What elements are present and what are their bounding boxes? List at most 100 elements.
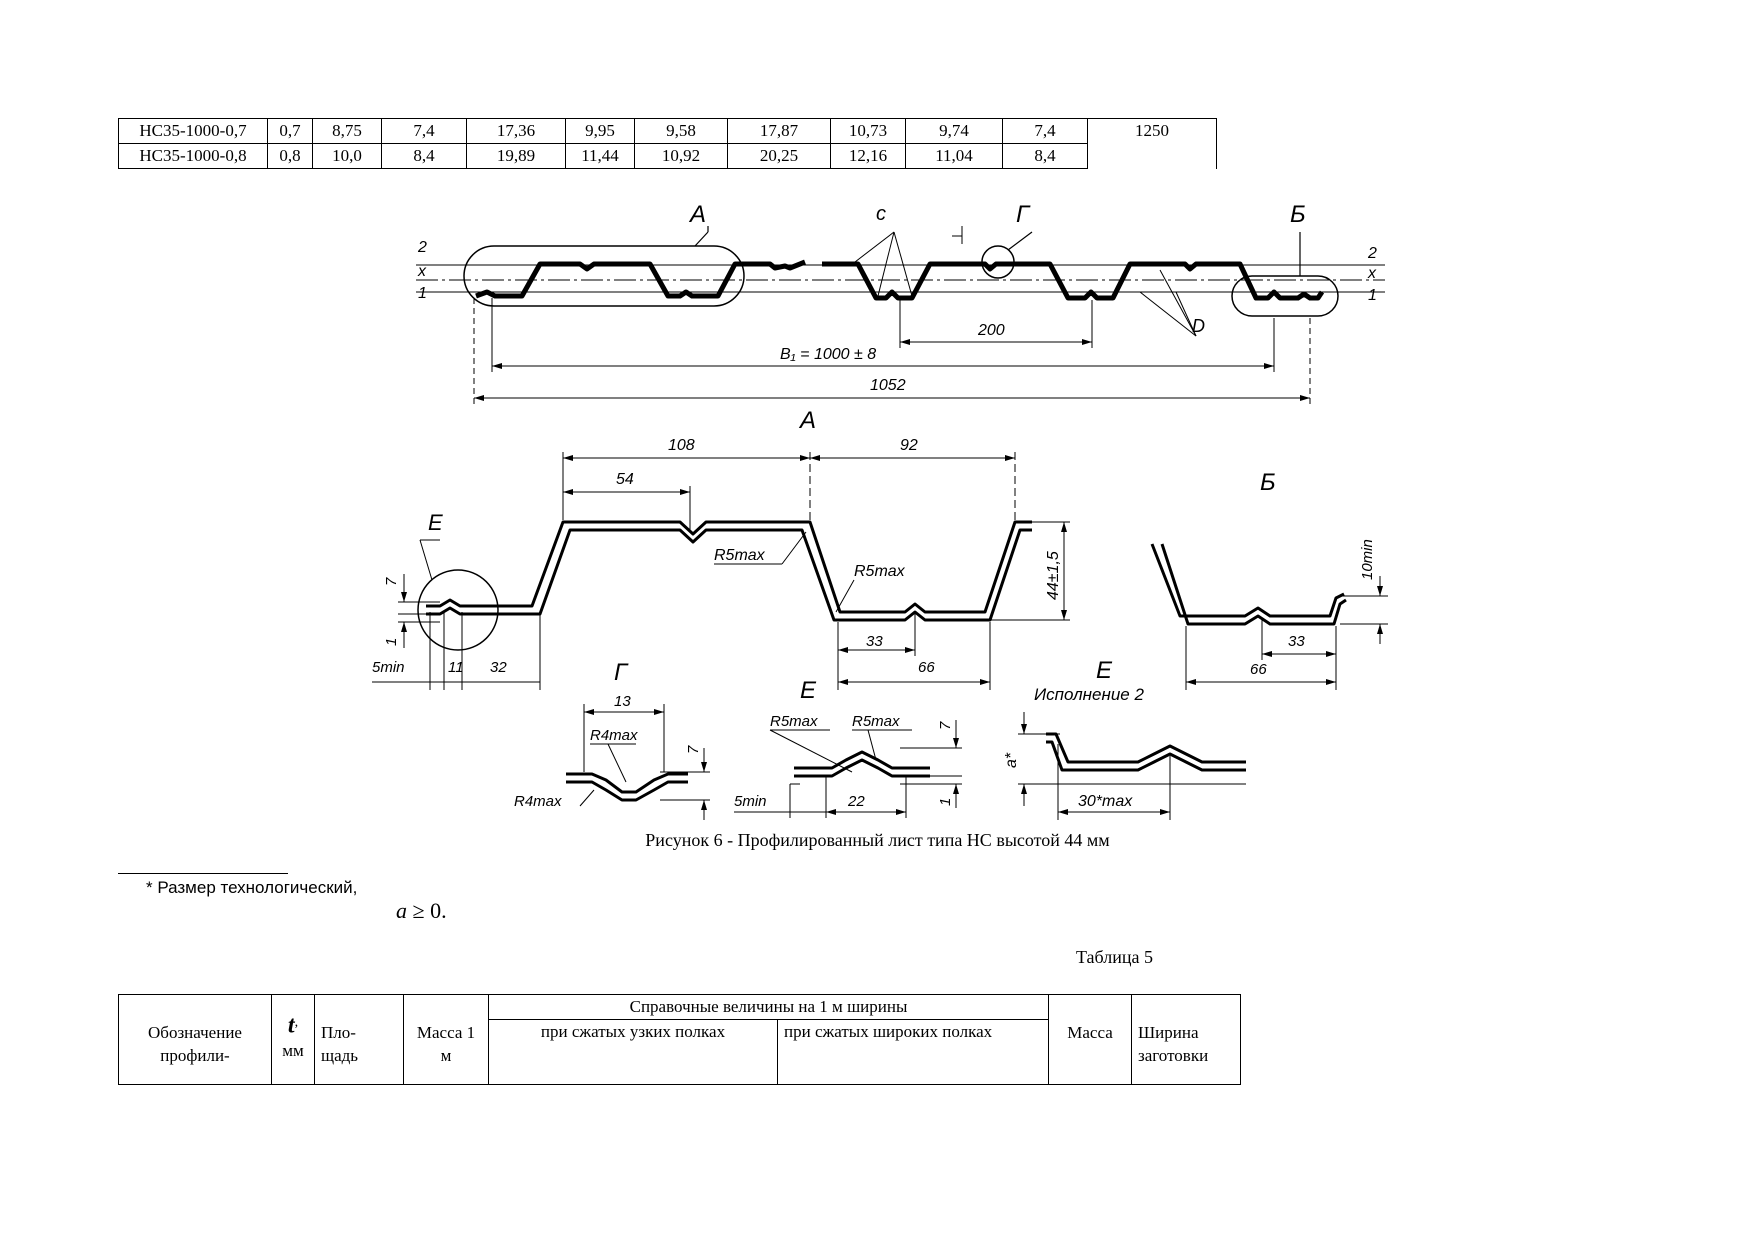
dim-66-A: 66 <box>918 659 935 676</box>
table-row: при сжатых узких полках при сжатых широк… <box>119 1019 1241 1085</box>
formula-var: a <box>396 898 407 923</box>
table-cell: 9,74 <box>905 118 1003 144</box>
profile-drawing: 2 x 1 2 x 1 А с Г <box>372 201 1388 820</box>
detail-E-view: E R5max R5max 7 1 5min 22 <box>734 677 962 818</box>
footnote: * Размер технологический, <box>146 878 358 897</box>
dim-108: 108 <box>668 437 695 454</box>
table-cell: 8,4 <box>381 143 467 169</box>
table-cell: НС35-1000-0,7 <box>118 118 268 144</box>
dim-33-B: 33 <box>1288 633 1305 650</box>
detail-B-view: Б 10min 33 66 <box>1150 469 1388 690</box>
dim-33-A: 33 <box>866 633 883 650</box>
table-row: НС35-1000-0,7 0,7 8,75 7,4 17,36 9,95 9,… <box>118 118 1217 169</box>
footnote-separator <box>118 873 288 874</box>
table-cell: НС35-1000-0,8 <box>118 143 268 169</box>
footnote-formula: a ≥ 0. <box>396 898 447 924</box>
detail-E-title: E <box>800 677 817 704</box>
dim-32: 32 <box>490 659 507 676</box>
r4max-top: R4max <box>590 727 638 744</box>
callout-c: с <box>876 203 886 225</box>
level-1-right: 1 <box>1368 287 1377 304</box>
level-x-left: x <box>417 263 427 280</box>
header-blank-width: Ширина заготовки <box>1131 994 1241 1085</box>
dim-200: 200 <box>977 322 1005 339</box>
header-wide: при сжатых широких полках <box>777 1019 1049 1085</box>
dim-44: 44±1,5 <box>1045 551 1062 600</box>
formula-rest: ≥ 0. <box>407 898 447 923</box>
dim-5min: 5min <box>372 659 405 676</box>
figure-caption: Рисунок 6 - Профилированный лист типа НС… <box>645 830 1110 850</box>
table-cell: 11,04 <box>905 143 1003 169</box>
detail-E2-view: E Исполнение 2 a* 30*max <box>1003 657 1246 820</box>
main-profile-view: 2 x 1 2 x 1 А с Г <box>416 201 1385 404</box>
dim-11: 11 <box>448 659 464 676</box>
callout-A: А <box>688 201 706 228</box>
dim-92: 92 <box>900 437 918 454</box>
header-thickness: t, мм <box>271 994 315 1085</box>
level-2-right: 2 <box>1367 245 1377 262</box>
header-narrow: при сжатых узких полках <box>488 1019 778 1085</box>
table-cell: 12,16 <box>830 143 906 169</box>
dim-7-G: 7 <box>685 745 702 754</box>
dim-b1: B₁ = 1000 ± 8 <box>780 346 876 363</box>
table-row: Обозначение профили- t, мм Пло- щадь Масс… <box>118 994 1241 1085</box>
detail-B-title: Б <box>1260 469 1276 496</box>
r5max-E-1: R5max <box>770 713 818 730</box>
header-designation: Обозначение профили- <box>118 994 272 1085</box>
table-row: НС35-1000-0,8 0,8 10,0 8,4 19,89 11,44 1… <box>118 143 1217 169</box>
table-cell: 19,89 <box>466 143 566 169</box>
dim-1-left: 1 <box>383 638 400 646</box>
table-cell: 8,4 <box>1002 143 1088 169</box>
table-cell: 17,87 <box>727 118 831 144</box>
dim-7-E: 7 <box>937 721 954 730</box>
dim-66-B: 66 <box>1250 661 1267 678</box>
detail-A-E-callout: E <box>428 510 443 535</box>
table-cell: 10,92 <box>634 143 728 169</box>
level-x-right: x <box>1367 265 1377 282</box>
detail-E2-title: E <box>1096 657 1113 684</box>
table-cell: 10,73 <box>830 118 906 144</box>
callout-D: D <box>1192 316 1205 336</box>
header-t-unit: мм <box>282 1040 304 1060</box>
callout-G: Г <box>1016 201 1031 228</box>
detail-G-view: Г 13 R4max R4max 7 <box>514 659 710 820</box>
r5max-label-2: R5max <box>854 563 906 580</box>
header-area: Пло- щадь <box>314 994 404 1085</box>
header-t-comma: , <box>294 1014 299 1030</box>
table-cell: 9,58 <box>634 118 728 144</box>
detail-E2-subtitle: Исполнение 2 <box>1034 685 1144 704</box>
table-cell: 20,25 <box>727 143 831 169</box>
dim-1-E: 1 <box>937 798 954 806</box>
dim-30-max: 30*max <box>1078 793 1133 810</box>
level-1-left: 1 <box>418 285 427 302</box>
header-group: Справочные величины на 1 м ширины <box>488 994 1049 1020</box>
blank-width-cell: 1250 <box>1087 118 1217 169</box>
dim-1052: 1052 <box>870 377 906 394</box>
dim-10min: 10min <box>1359 539 1376 580</box>
table-title: Таблица 5 <box>1076 947 1153 967</box>
detail-A-view: А E 108 92 54 R5max R5max 44±1,5 <box>372 407 1070 690</box>
table-cell: 11,44 <box>565 143 635 169</box>
table-cell: 7,4 <box>1002 118 1088 144</box>
header-mass2: Масса <box>1048 994 1132 1085</box>
detail-A-title: А <box>798 407 816 434</box>
profile-data-table: НС35-1000-0,7 0,7 8,75 7,4 17,36 9,95 9,… <box>118 118 1217 169</box>
dim-54: 54 <box>616 471 634 488</box>
table-cell: 0,8 <box>267 143 313 169</box>
table-cell: 7,4 <box>381 118 467 144</box>
table-cell: 0,7 <box>267 118 313 144</box>
r5max-label-1: R5max <box>714 547 766 564</box>
r5max-E-2: R5max <box>852 713 900 730</box>
dim-a-star: a* <box>1003 752 1020 768</box>
dim-7-left: 7 <box>383 577 400 586</box>
r4max-bottom: R4max <box>514 793 562 810</box>
header-t-symbol: t <box>287 1012 295 1039</box>
callout-B: Б <box>1290 201 1306 228</box>
detail-G-title: Г <box>614 659 629 686</box>
dim-13: 13 <box>614 693 631 710</box>
dim-5min-E: 5min <box>734 793 767 810</box>
dim-22: 22 <box>847 793 865 810</box>
header-mass: Масса 1 м <box>403 994 489 1085</box>
level-2-left: 2 <box>417 239 427 256</box>
table-5-header: Обозначение профили- t, мм Пло- щадь Масс… <box>118 994 1241 1085</box>
